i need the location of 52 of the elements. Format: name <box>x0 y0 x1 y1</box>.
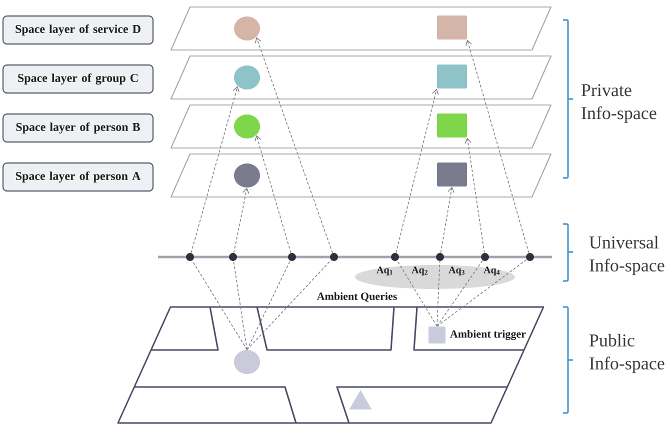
connector-line <box>233 260 248 350</box>
triangle-marker <box>349 390 372 410</box>
layer-plane <box>170 6 552 51</box>
connector-line <box>246 260 291 350</box>
circle-marker <box>234 114 260 138</box>
dot <box>526 253 534 261</box>
connector-line <box>436 260 483 327</box>
label-box: Space layer of service D <box>2 15 154 45</box>
square-marker <box>437 16 467 40</box>
query-label: Aq$_{2}$ <box>412 266 428 276</box>
circle-marker <box>234 164 260 188</box>
query-label: Aq$_{1}$ <box>376 266 392 276</box>
bracket-label: Private Info-space <box>581 84 656 123</box>
connector-line <box>396 260 438 327</box>
query-caption: Ambient Queries <box>316 292 397 302</box>
arrow <box>190 86 240 254</box>
circle-marker <box>234 66 260 90</box>
connector-line <box>436 260 440 327</box>
connector-line <box>246 260 332 350</box>
label-box: Space layer of person B <box>2 113 154 143</box>
query-label: Aq$_{4}$ <box>484 266 500 276</box>
layer-plane <box>170 55 552 100</box>
label-box: Space layer of person A <box>2 162 154 192</box>
person-circle <box>234 350 260 374</box>
layer-plane <box>170 104 552 149</box>
dot <box>229 253 237 261</box>
square-marker <box>437 162 467 186</box>
arrow <box>396 88 439 254</box>
arrow <box>465 40 530 254</box>
layer-plane <box>170 153 552 198</box>
dot <box>288 253 296 261</box>
dot <box>330 253 338 261</box>
label-box: Space layer of group C <box>2 64 154 94</box>
trigger-label: Ambient trigger <box>450 330 526 340</box>
floor-plan <box>117 306 544 424</box>
connector-line <box>436 259 527 327</box>
bracket-label: Public Info-space <box>589 334 664 374</box>
arrow <box>440 186 454 254</box>
dot <box>186 253 194 261</box>
square-marker <box>437 114 467 138</box>
square-marker <box>437 64 467 88</box>
bracket-label: Universal Info-space <box>589 236 664 276</box>
arrow <box>254 135 292 254</box>
circle-marker <box>234 16 260 40</box>
dot <box>436 253 444 261</box>
dot <box>391 253 399 261</box>
connector-line <box>192 260 248 350</box>
arrow <box>254 37 333 254</box>
dot <box>481 253 489 261</box>
query-label: Aq$_{3}$ <box>448 266 465 276</box>
arrow <box>233 188 250 254</box>
arrow <box>464 138 485 254</box>
